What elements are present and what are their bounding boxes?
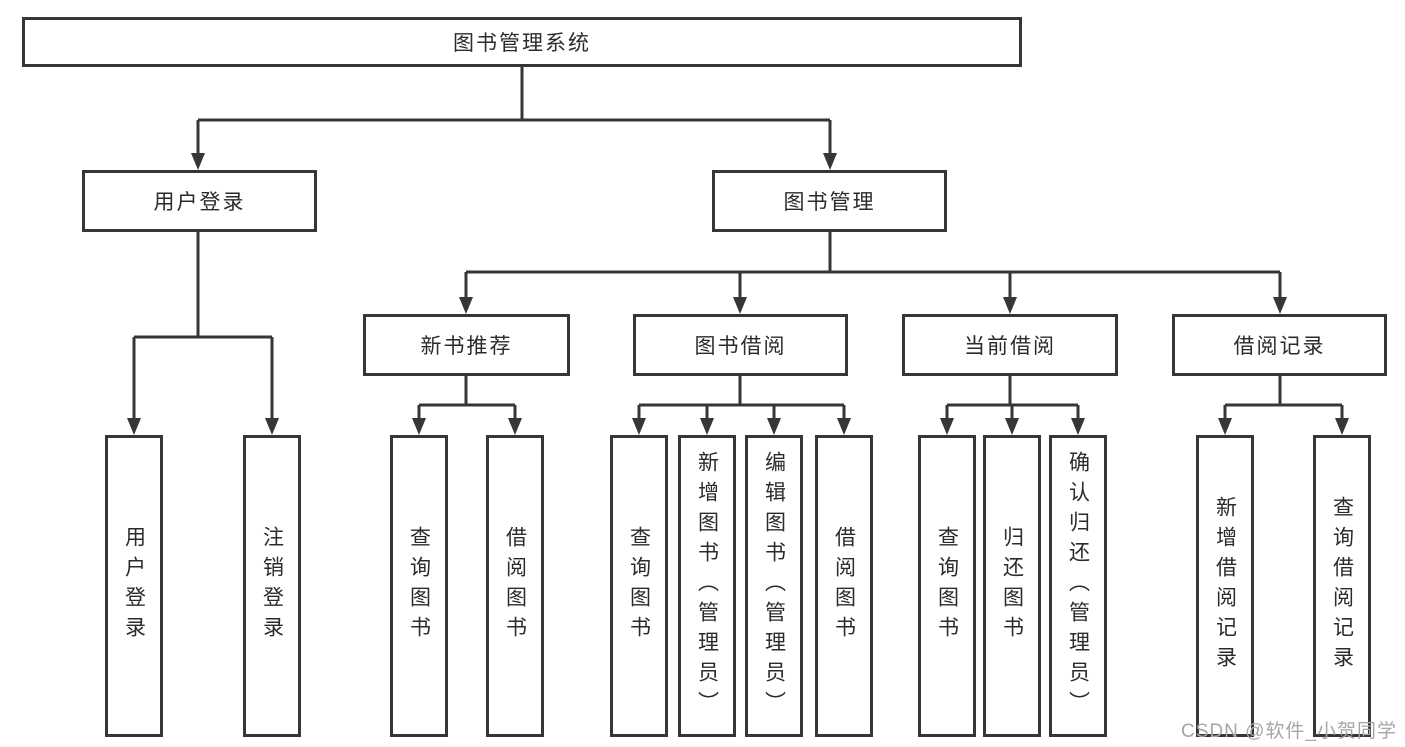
leaf-query-borrow-record: 查询借阅记录 bbox=[1313, 435, 1371, 737]
leaf-return-books: 归还图书 bbox=[983, 435, 1041, 737]
csdn-watermark: CSDN @软件_小贺同学 bbox=[1181, 721, 1397, 742]
leaf-add-books-admin: 新增图书（管理员） bbox=[678, 435, 736, 737]
node-current-borrow: 当前借阅 bbox=[902, 314, 1118, 376]
leaf-borrow-books-recommend: 借阅图书 bbox=[486, 435, 544, 737]
leaf-borrow-books: 借阅图书 bbox=[815, 435, 873, 737]
connector-borrow-records-to-leaves bbox=[1218, 376, 1349, 435]
connector-new-book-recommend-to-leaves bbox=[412, 376, 522, 435]
leaf-logout: 注销登录 bbox=[243, 435, 301, 737]
connector-current-borrow-to-leaves bbox=[940, 376, 1085, 435]
leaf-query-books-recommend: 查询图书 bbox=[390, 435, 448, 737]
connector-root-to-level2 bbox=[191, 67, 837, 170]
connector-book-management-to-level3 bbox=[459, 232, 1287, 314]
leaf-query-books-current: 查询图书 bbox=[918, 435, 976, 737]
node-user-login: 用户登录 bbox=[82, 170, 317, 232]
node-book-management: 图书管理 bbox=[712, 170, 947, 232]
connector-user-login-to-leaves bbox=[127, 232, 279, 435]
node-book-borrow: 图书借阅 bbox=[633, 314, 848, 376]
leaf-query-books-borrow: 查询图书 bbox=[610, 435, 668, 737]
node-new-book-recommend: 新书推荐 bbox=[363, 314, 570, 376]
leaf-add-borrow-record: 新增借阅记录 bbox=[1196, 435, 1254, 737]
leaf-edit-books-admin: 编辑图书（管理员） bbox=[745, 435, 803, 737]
leaf-user-login: 用户登录 bbox=[105, 435, 163, 737]
connector-book-borrow-to-leaves bbox=[632, 376, 851, 435]
leaf-confirm-return-admin: 确认归还（管理员） bbox=[1049, 435, 1107, 737]
node-root-library-system: 图书管理系统 bbox=[22, 17, 1022, 67]
node-borrow-records: 借阅记录 bbox=[1172, 314, 1387, 376]
